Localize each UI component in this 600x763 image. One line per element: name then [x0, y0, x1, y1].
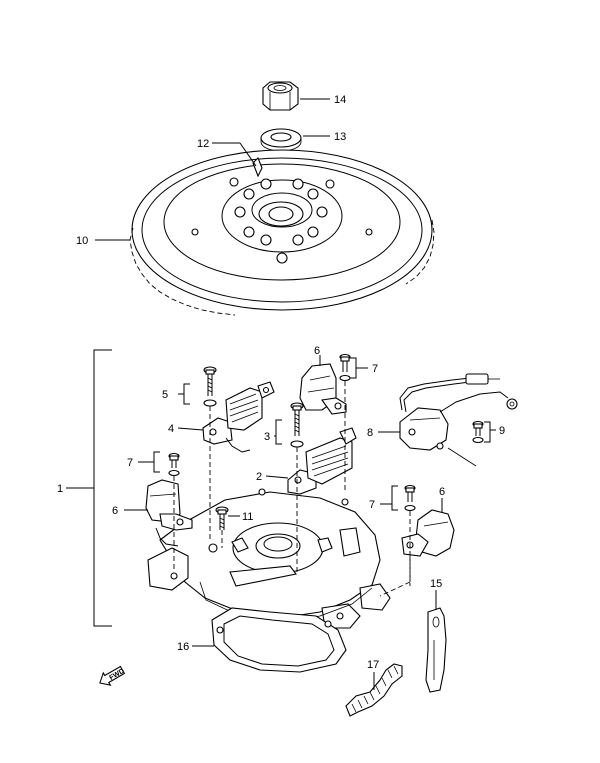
pulser-coil-right — [401, 509, 455, 557]
callout-7-right: 7 — [369, 499, 375, 511]
sensor-unit — [399, 373, 518, 467]
lighting-coil-left — [202, 381, 275, 453]
callout-5: 5 — [162, 389, 168, 401]
callout-8: 8 — [367, 427, 373, 439]
fwd-label: FWD — [108, 668, 125, 682]
callout-11: 11 — [242, 511, 253, 523]
charge-coil-center — [287, 427, 357, 495]
callout-7-top: 7 — [372, 363, 378, 375]
leader-lines — [66, 98, 496, 690]
screw-5 — [203, 366, 217, 407]
callout-15: 15 — [430, 578, 442, 590]
callout-17: 17 — [367, 659, 379, 671]
screw-7-top — [339, 353, 351, 382]
callout-6-top: 6 — [314, 345, 320, 357]
callout-13: 13 — [334, 131, 346, 143]
callout-6-right: 6 — [439, 486, 445, 498]
screw-7-left — [168, 452, 180, 477]
screw-7-right — [404, 484, 416, 512]
screw-9 — [472, 420, 484, 444]
callout-10: 10 — [76, 235, 88, 247]
flywheel-part — [129, 149, 435, 316]
callout-1: 1 — [57, 483, 63, 495]
washer-part — [260, 128, 302, 152]
callout-2: 2 — [256, 471, 262, 483]
gasket-part — [211, 607, 347, 673]
callout-3: 3 — [264, 431, 270, 443]
callout-16: 16 — [177, 641, 189, 653]
callout-labels: 14 13 12 10 1 5 4 6 7 3 2 8 9 7 6 7 6 11… — [57, 94, 505, 671]
screw-3 — [290, 402, 304, 448]
nut-part — [262, 81, 299, 111]
callout-7-left: 7 — [127, 457, 133, 469]
alignment-lines — [173, 381, 411, 597]
callout-4: 4 — [168, 423, 174, 435]
pulser-coil-left — [145, 479, 193, 547]
screw-11 — [215, 506, 229, 530]
callout-9: 9 — [499, 425, 505, 437]
pulser-coil-top — [299, 363, 347, 415]
fwd-arrow-icon: FWD — [99, 665, 126, 686]
stator-base-plate — [147, 488, 391, 629]
strap-part — [425, 607, 447, 693]
callout-6-left: 6 — [112, 505, 118, 517]
callout-12: 12 — [197, 138, 209, 150]
callout-14: 14 — [334, 94, 346, 106]
